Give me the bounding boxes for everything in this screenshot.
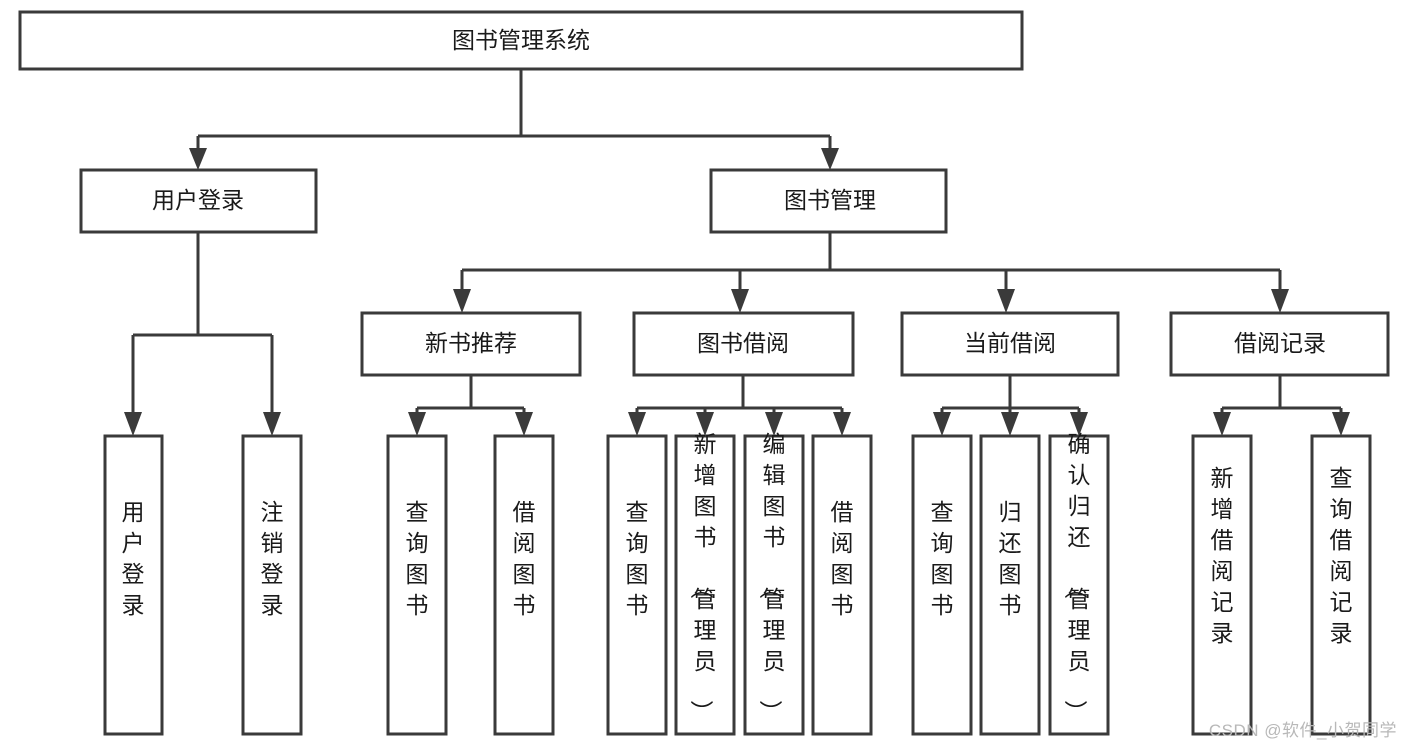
- leaf-cb-return-book-box[interactable]: [979, 434, 1041, 736]
- arrow-head-book-borrow: [731, 289, 749, 313]
- leaf-user-login-box[interactable]: [103, 434, 164, 736]
- arrow-head-cb-leaf-1: [933, 412, 951, 436]
- leaf-bb-edit-book-box[interactable]: [743, 434, 805, 736]
- leaf-node-bb-add-book[interactable]: 新增图书（管理员）: [674, 431, 736, 736]
- leaf-cb-confirm-return-box[interactable]: [1048, 434, 1110, 736]
- arrow-head-bb-leaf-3: [765, 412, 783, 436]
- leaf-nb-borrow-book-box[interactable]: [493, 434, 555, 736]
- node-book-manage-label: 图书管理: [784, 187, 876, 213]
- arrow-head-br-leaf-1: [1213, 412, 1231, 436]
- node-book-manage[interactable]: 图书管理: [709, 168, 948, 234]
- leaf-br-query-record-box[interactable]: [1310, 434, 1372, 736]
- node-borrow-record-box[interactable]: [1169, 311, 1390, 377]
- node-root[interactable]: 图书管理系统: [18, 10, 1024, 71]
- node-borrow-record[interactable]: 借阅记录: [1169, 311, 1390, 377]
- leaf-node-cb-confirm-return[interactable]: 确认归还（管理员）: [1048, 431, 1110, 736]
- arrow-head-book-manage: [821, 148, 839, 170]
- node-user-login-label: 用户登录: [152, 187, 244, 213]
- leaf-cb-confirm-return-label: 确认归还（管理员）: [1063, 431, 1091, 723]
- leaf-bb-add-book-box[interactable]: [674, 434, 736, 736]
- leaf-cb-query-book-label: 查询图书: [931, 499, 954, 618]
- leaf-bb-add-book-label: 新增图书（管理员）: [689, 431, 717, 723]
- leaf-bb-borrow-book-label: 借阅图书: [831, 499, 854, 618]
- node-current-borrow-label: 当前借阅: [964, 330, 1056, 356]
- arrow-head-cb-leaf-3: [1070, 412, 1088, 436]
- arrow-head-br-leaf-2: [1332, 412, 1350, 436]
- node-current-borrow-box[interactable]: [900, 311, 1120, 377]
- node-book-borrow-label: 图书借阅: [697, 330, 789, 356]
- arrow-head-nb-leaf-2: [515, 412, 533, 436]
- arrow-head-bb-leaf-2: [696, 412, 714, 436]
- node-book-manage-box[interactable]: [709, 168, 948, 234]
- node-new-book-recommend[interactable]: 新书推荐: [360, 311, 582, 377]
- node-root-box[interactable]: [18, 10, 1024, 71]
- leaf-node-nb-query-book[interactable]: 查询图书: [386, 434, 448, 736]
- leaf-node-br-query-record[interactable]: 查询借阅记录: [1310, 434, 1372, 736]
- arrow-head-new-book: [453, 289, 471, 313]
- leaf-node-logout[interactable]: 注销登录: [241, 434, 303, 736]
- leaf-br-add-record-box[interactable]: [1191, 434, 1253, 736]
- leaf-node-bb-borrow-book[interactable]: 借阅图书: [811, 434, 873, 736]
- arrow-head-user-login: [189, 148, 207, 170]
- arrow-head-cb-leaf-2: [1001, 412, 1019, 436]
- connector-group: [124, 69, 1350, 436]
- node-new-book-recommend-label: 新书推荐: [425, 330, 517, 356]
- leaf-bb-edit-book-label: 编辑图书（管理员）: [758, 431, 786, 723]
- node-user-login[interactable]: 用户登录: [79, 168, 318, 234]
- leaf-node-bb-query-book[interactable]: 查询图书: [606, 434, 668, 736]
- node-current-borrow[interactable]: 当前借阅: [900, 311, 1120, 377]
- leaf-bb-query-book-box[interactable]: [606, 434, 668, 736]
- leaf-nb-query-book-box[interactable]: [386, 434, 448, 736]
- leaf-node-br-add-record[interactable]: 新增借阅记录: [1191, 434, 1253, 736]
- leaf-logout-box[interactable]: [241, 434, 303, 736]
- node-user-login-box[interactable]: [79, 168, 318, 234]
- arrow-head-bb-leaf-1: [628, 412, 646, 436]
- arrow-head-current-borrow: [997, 289, 1015, 313]
- leaf-node-cb-query-book[interactable]: 查询图书: [911, 434, 973, 736]
- leaf-br-query-record-label: 查询借阅记录: [1330, 465, 1353, 646]
- node-book-borrow[interactable]: 图书借阅: [632, 311, 855, 377]
- leaf-user-login-label: 用户登录: [122, 499, 145, 618]
- leaf-bb-borrow-book-box[interactable]: [811, 434, 873, 736]
- node-borrow-record-label: 借阅记录: [1234, 330, 1326, 356]
- node-root-label: 图书管理系统: [452, 27, 590, 53]
- leaf-nb-borrow-book-label: 借阅图书: [513, 499, 536, 618]
- leaf-node-bb-edit-book[interactable]: 编辑图书（管理员）: [743, 431, 805, 736]
- leaf-br-add-record-label: 新增借阅记录: [1211, 465, 1234, 646]
- leaf-bb-query-book-label: 查询图书: [626, 499, 649, 618]
- node-book-borrow-box[interactable]: [632, 311, 855, 377]
- leaf-node-user-login[interactable]: 用户登录: [103, 434, 164, 736]
- leaf-cb-return-book-label: 归还图书: [999, 499, 1022, 618]
- arrow-head-leaf-user-login: [124, 412, 142, 436]
- leaf-node-cb-return-book[interactable]: 归还图书: [979, 434, 1041, 736]
- arrow-head-borrow-record: [1271, 289, 1289, 313]
- leaf-node-nb-borrow-book[interactable]: 借阅图书: [493, 434, 555, 736]
- arrow-head-leaf-logout: [263, 412, 281, 436]
- leaf-logout-label: 注销登录: [261, 499, 284, 618]
- arrow-head-nb-leaf-1: [408, 412, 426, 436]
- node-new-book-recommend-box[interactable]: [360, 311, 582, 377]
- leaf-cb-query-book-box[interactable]: [911, 434, 973, 736]
- leaf-nb-query-book-label: 查询图书: [406, 499, 429, 618]
- arrow-head-bb-leaf-4: [833, 412, 851, 436]
